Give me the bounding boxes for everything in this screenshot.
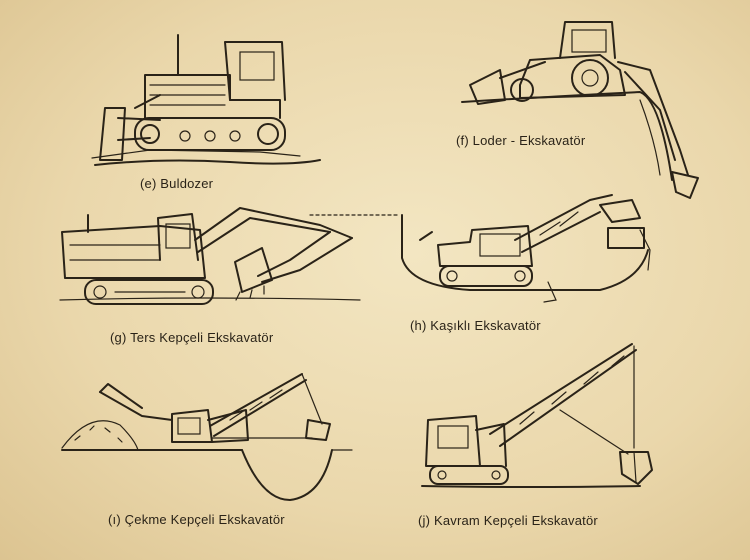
caption-dragline-excavator: (ı) Çekme Kepçeli Ekskavatör xyxy=(108,512,285,527)
clamshell-excavator-drawing xyxy=(421,343,653,488)
shovel-excavator-drawing xyxy=(309,194,651,303)
backhoe-excavator-drawing xyxy=(59,207,361,305)
caption-bulldozer: (e) Buldozer xyxy=(140,176,214,191)
caption-clamshell-excavator: (j) Kavram Kepçeli Ekskavatör xyxy=(418,513,598,528)
bulldozer-drawing xyxy=(91,34,321,166)
caption-loader-excavator: (f) Loder - Ekskavatör xyxy=(456,133,586,148)
dragline-excavator-drawing xyxy=(61,373,353,501)
caption-shovel-excavator: (h) Kaşıklı Ekskavatör xyxy=(410,318,541,333)
caption-backhoe-excavator: (g) Ters Kepçeli Ekskavatör xyxy=(110,330,274,345)
loader-excavator-drawing xyxy=(461,21,699,199)
